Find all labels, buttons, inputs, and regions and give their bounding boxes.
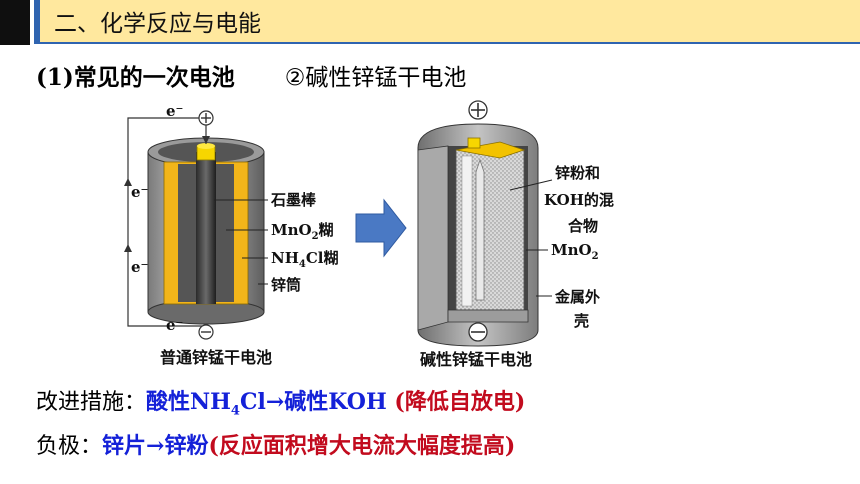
label-zinc-koh-line2: KOH的混 [544, 191, 614, 209]
negative-reason: (反应面积增大电流大幅度提高) [208, 433, 516, 459]
cut-edge [417, 145, 449, 331]
top-seal [455, 141, 526, 159]
electron-label: e⁻ [131, 258, 148, 276]
improvement-prefix: 改进措施： [36, 390, 147, 415]
bottom-plate [447, 309, 529, 323]
current-collector [475, 158, 485, 301]
label-graphite-rod: 石墨棒 [270, 191, 317, 209]
mno2-layer [461, 155, 473, 307]
left-accent-bar [0, 0, 30, 45]
label-zinc-koh-line3: 合物 [567, 217, 598, 235]
alkaline-cell: 锌粉和 KOH的混 合物 MnO2 金属外 壳 碱性锌锰干电池 [417, 100, 614, 369]
negative-change: 锌片→锌粉 [102, 433, 209, 459]
caption-alkaline-cell: 碱性锌锰干电池 [420, 350, 532, 369]
improvement-line: 改进措施：酸性NH4Cl→碱性KOH (降低自放电) [36, 384, 525, 418]
graphite-rod [196, 152, 216, 304]
label-metal-shell-line1: 金属外 [554, 288, 600, 306]
label-zinc-koh-line1: 锌粉和 [555, 164, 600, 182]
arrow-down-icon [202, 136, 210, 144]
section-title: 二、化学反应与电能 [54, 11, 261, 37]
wire-arrow-icon [124, 178, 132, 186]
negative-prefix: 负极： [36, 434, 103, 459]
negative-electrode-line: 负极：锌片→锌粉(反应面积增大电流大幅度提高) [36, 428, 515, 460]
electron-label: e⁻ [131, 183, 148, 201]
ordinary-cell: e⁻ e⁻ e⁻ e⁻ 石墨棒 MnO2糊 NH4Cl糊 锌筒 普通锌锰干电池 [124, 102, 339, 367]
subtitle-line: (1)常见的一次电池 ②碱性锌锰干电池 [36, 58, 466, 92]
label-mno2-paste: MnO2糊 [271, 221, 334, 242]
subtitle-primary-cells: (1)常见的一次电池 [36, 64, 235, 91]
label-nh4cl-paste: NH4Cl糊 [271, 249, 339, 270]
external-wire [127, 117, 205, 327]
electron-label: e⁻ [166, 316, 183, 334]
leader-line [509, 179, 553, 191]
label-zinc-can: 锌筒 [271, 276, 301, 294]
electron-label: e⁻ [166, 102, 183, 120]
label-metal-shell-line2: 壳 [573, 312, 589, 330]
positive-cap-top [197, 143, 215, 149]
wire-arrow-icon [124, 244, 132, 252]
subtitle-alkaline-cell: ②碱性锌锰干电池 [284, 65, 467, 91]
improvement-change: 酸性NH4Cl→碱性KOH [146, 389, 387, 419]
label-mno2: MnO2 [551, 241, 599, 262]
caption-ordinary-cell: 普通锌锰干电池 [160, 348, 272, 367]
positive-cap [467, 137, 481, 149]
section-title-bar: 二、化学反应与电能 [34, 0, 860, 44]
arrow-right-icon [355, 198, 407, 258]
improvement-reason: (降低自放电) [386, 389, 526, 415]
